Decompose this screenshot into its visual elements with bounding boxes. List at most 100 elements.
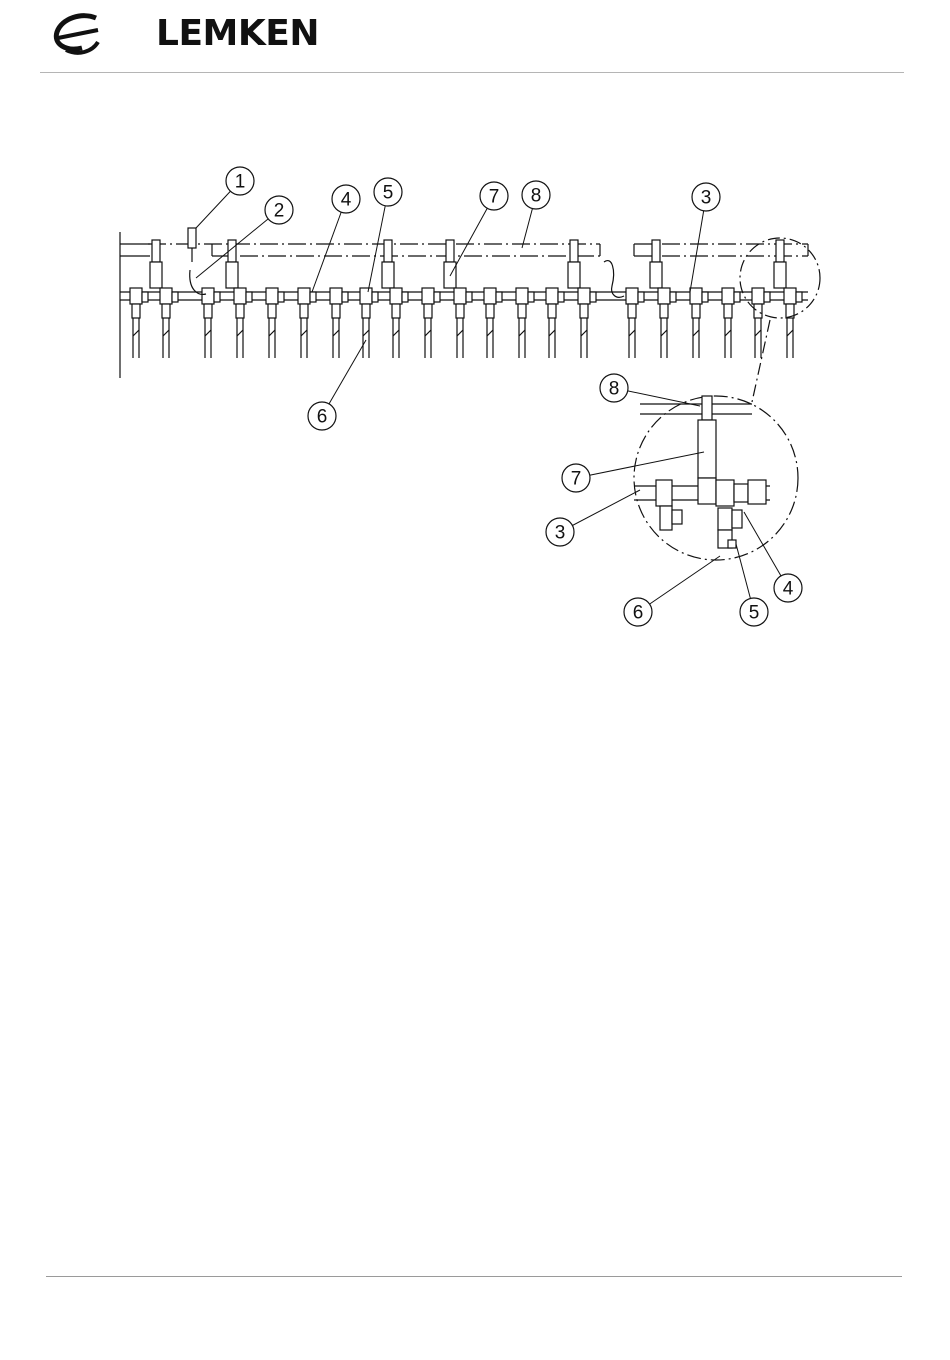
detail-bracket-clamp — [702, 396, 712, 420]
callout-label: 7 — [489, 187, 500, 208]
nozzle-valve — [638, 292, 644, 302]
nozzle-cap — [754, 304, 762, 318]
nozzle-valve — [528, 292, 534, 302]
nozzle-valve — [142, 292, 148, 302]
bracket-arm — [650, 262, 662, 288]
drop-hose-mark — [725, 330, 731, 336]
detail-bracket-arm — [698, 420, 716, 478]
nozzle-body — [422, 288, 434, 304]
drop-hose-mark — [133, 330, 139, 336]
nozzle-valve — [734, 292, 740, 302]
nozzle-body — [690, 288, 702, 304]
nozzle-cap — [204, 304, 212, 318]
callout-main-part-7: 7 — [450, 182, 508, 276]
footer-divider — [46, 1276, 902, 1277]
bracket-clamp — [384, 240, 392, 262]
nozzle-cap — [362, 304, 370, 318]
bracket-arm — [774, 262, 786, 288]
callout-label: 8 — [531, 186, 542, 207]
drop-hose-mark — [693, 330, 699, 336]
detail-clamp-block — [698, 478, 716, 504]
drop-hose-mark — [363, 330, 369, 336]
drop-hose-mark — [755, 330, 761, 336]
nozzle-valve — [278, 292, 284, 302]
nozzle-cap — [456, 304, 464, 318]
bracket-clamp — [652, 240, 660, 262]
callout-detail-part-4: 4 — [744, 512, 802, 602]
drop-hose-mark — [425, 330, 431, 336]
bracket-clamp — [776, 240, 784, 262]
nozzle-valve — [172, 292, 178, 302]
drop-hose-mark — [519, 330, 525, 336]
callout-label: 3 — [555, 523, 566, 544]
nozzle-body — [722, 288, 734, 304]
detail-nozzle-body-left — [656, 480, 672, 506]
nozzle-body — [658, 288, 670, 304]
nozzle-valve — [246, 292, 252, 302]
nozzle-body — [626, 288, 638, 304]
drop-hose-mark — [661, 330, 667, 336]
detail-nozzle-lever — [732, 510, 742, 528]
callout-main-part-2: 2 — [196, 196, 293, 278]
nozzle-body — [390, 288, 402, 304]
nozzle-cap — [268, 304, 276, 318]
nozzle-cap — [692, 304, 700, 318]
nozzle-body — [298, 288, 310, 304]
drop-hose-mark — [393, 330, 399, 336]
nozzle-cap — [548, 304, 556, 318]
callout-label: 1 — [235, 172, 246, 193]
callout-detail-part-6: 6 — [624, 556, 720, 626]
detail-valve-left — [672, 510, 682, 524]
nozzle-cap — [580, 304, 588, 318]
nozzle-cap — [162, 304, 170, 318]
detail-nozzle-stem-right — [718, 508, 732, 530]
drop-hose-mark — [333, 330, 339, 336]
nozzle-cap — [518, 304, 526, 318]
callout-leader — [638, 556, 720, 612]
drop-hose-mark — [237, 330, 243, 336]
nozzle-body — [484, 288, 496, 304]
bracket-clamp — [446, 240, 454, 262]
bracket-arm — [226, 262, 238, 288]
drop-hose-mark — [581, 330, 587, 336]
callout-main-part-6: 6 — [308, 340, 366, 430]
drop-hose-mark — [487, 330, 493, 336]
bracket-clamp — [152, 240, 160, 262]
bracket-arm — [150, 262, 162, 288]
callout-label: 5 — [383, 183, 394, 204]
callout-detail-part-8: 8 — [600, 374, 700, 406]
callout-main-part-8: 8 — [522, 181, 550, 248]
drop-hose-mark — [205, 330, 211, 336]
nozzle-cap — [628, 304, 636, 318]
nozzle-valve — [372, 292, 378, 302]
nozzle-valve — [670, 292, 676, 302]
nozzle-cap — [332, 304, 340, 318]
detail-valve-cap-right — [748, 480, 766, 504]
nozzle-cap — [724, 304, 732, 318]
detail-nozzle-body-right — [716, 480, 734, 506]
nozzle-body — [130, 288, 142, 304]
bracket-arm — [568, 262, 580, 288]
nozzle-valve — [342, 292, 348, 302]
callout-label: 6 — [633, 603, 644, 624]
nozzle-body — [578, 288, 590, 304]
nozzle-valve — [764, 292, 770, 302]
nozzle-valve — [796, 292, 802, 302]
callout-label: 6 — [317, 407, 328, 428]
callout-label: 7 — [571, 469, 582, 490]
drop-hose-mark — [457, 330, 463, 336]
nozzle-cap — [236, 304, 244, 318]
bracket-clamp — [570, 240, 578, 262]
callout-main-part-1: 1 — [196, 167, 254, 228]
nozzle-body — [266, 288, 278, 304]
callout-label: 2 — [274, 201, 285, 222]
callout-label: 5 — [749, 603, 760, 624]
callout-main-part-4: 4 — [312, 185, 360, 292]
callout-leader — [576, 452, 704, 478]
drop-hose-mark — [549, 330, 555, 336]
nozzle-body — [454, 288, 466, 304]
nozzle-cap — [660, 304, 668, 318]
detail-nozzle-stem-left — [660, 506, 672, 530]
bracket-arm — [382, 262, 394, 288]
